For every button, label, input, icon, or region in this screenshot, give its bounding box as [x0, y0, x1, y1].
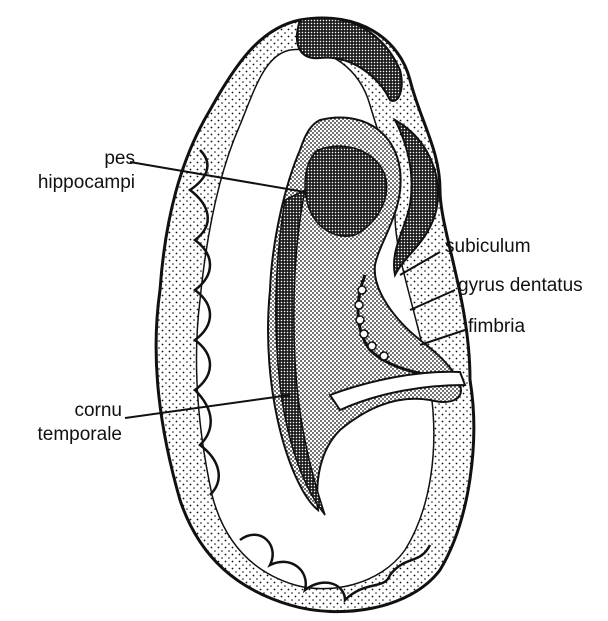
label-subiculum: subiculum: [445, 236, 531, 258]
label-temporale: temporale: [20, 424, 122, 446]
label-fimbria: fimbria: [468, 316, 525, 338]
label-cornu: cornu: [30, 400, 122, 422]
label-gyrus-dentatus: gyrus dentatus: [458, 275, 583, 297]
label-hippocampi: hippocampi: [30, 172, 135, 194]
label-pes: pes: [40, 148, 135, 170]
